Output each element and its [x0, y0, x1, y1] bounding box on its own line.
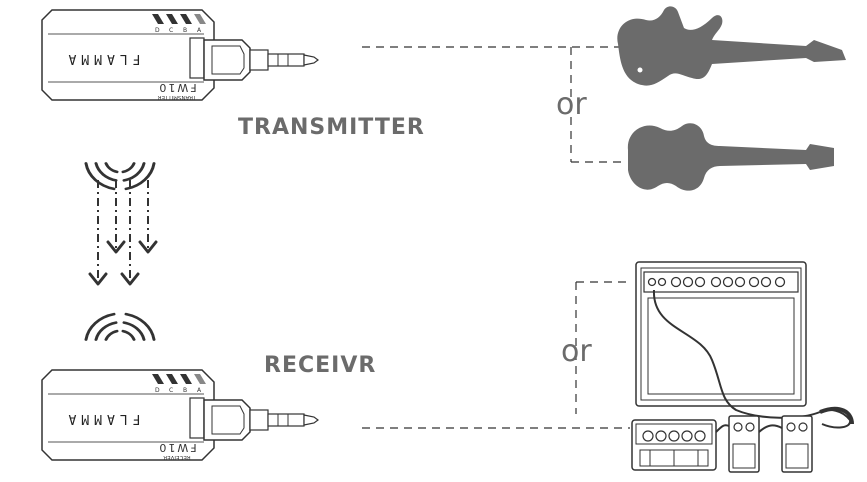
arrowhead-icon — [88, 240, 158, 286]
pedal-cables — [715, 424, 783, 433]
wireless-signal-icon — [84, 161, 156, 191]
receiver-label: RECEIVR — [264, 353, 376, 378]
or-label-bottom: or — [561, 334, 592, 369]
receiver-caption: RECEIVER — [163, 454, 190, 460]
channel-c: C — [169, 27, 173, 34]
receiver-brand: FLAMMA — [64, 411, 141, 426]
transmitter-device: FLAMMA FW10 TRANSMITTER D C B A — [41, 9, 319, 101]
effects-pedal-icon — [728, 415, 760, 473]
guitar-amplifier-icon — [635, 261, 854, 429]
or-label-top: or — [556, 87, 587, 122]
connection-lines — [362, 46, 632, 429]
channel-b: B — [183, 27, 187, 34]
channel-d: D — [155, 387, 160, 394]
transmitter-caption: TRANSMITTER — [158, 94, 198, 100]
receiver-device: FLAMMA FW10 RECEIVER D C B A — [41, 369, 319, 461]
effects-pedal-icon — [781, 415, 813, 473]
channel-c: C — [169, 387, 173, 394]
effects-pedal-icon — [631, 419, 717, 471]
electric-guitar-icon — [627, 123, 834, 191]
electric-guitar-icon — [617, 6, 846, 86]
transmitter-label: TRANSMITTER — [238, 115, 425, 140]
receiver-model: FW10 — [157, 441, 196, 454]
wireless-signal-icon — [84, 312, 156, 342]
signal-arrows — [97, 180, 149, 280]
transmitter-model: FW10 — [157, 81, 196, 94]
transmitter-brand: FLAMMA — [64, 51, 141, 66]
channel-a: A — [197, 27, 202, 34]
channel-b: B — [183, 387, 187, 394]
channel-a: A — [197, 387, 202, 394]
channel-d: D — [155, 27, 160, 34]
